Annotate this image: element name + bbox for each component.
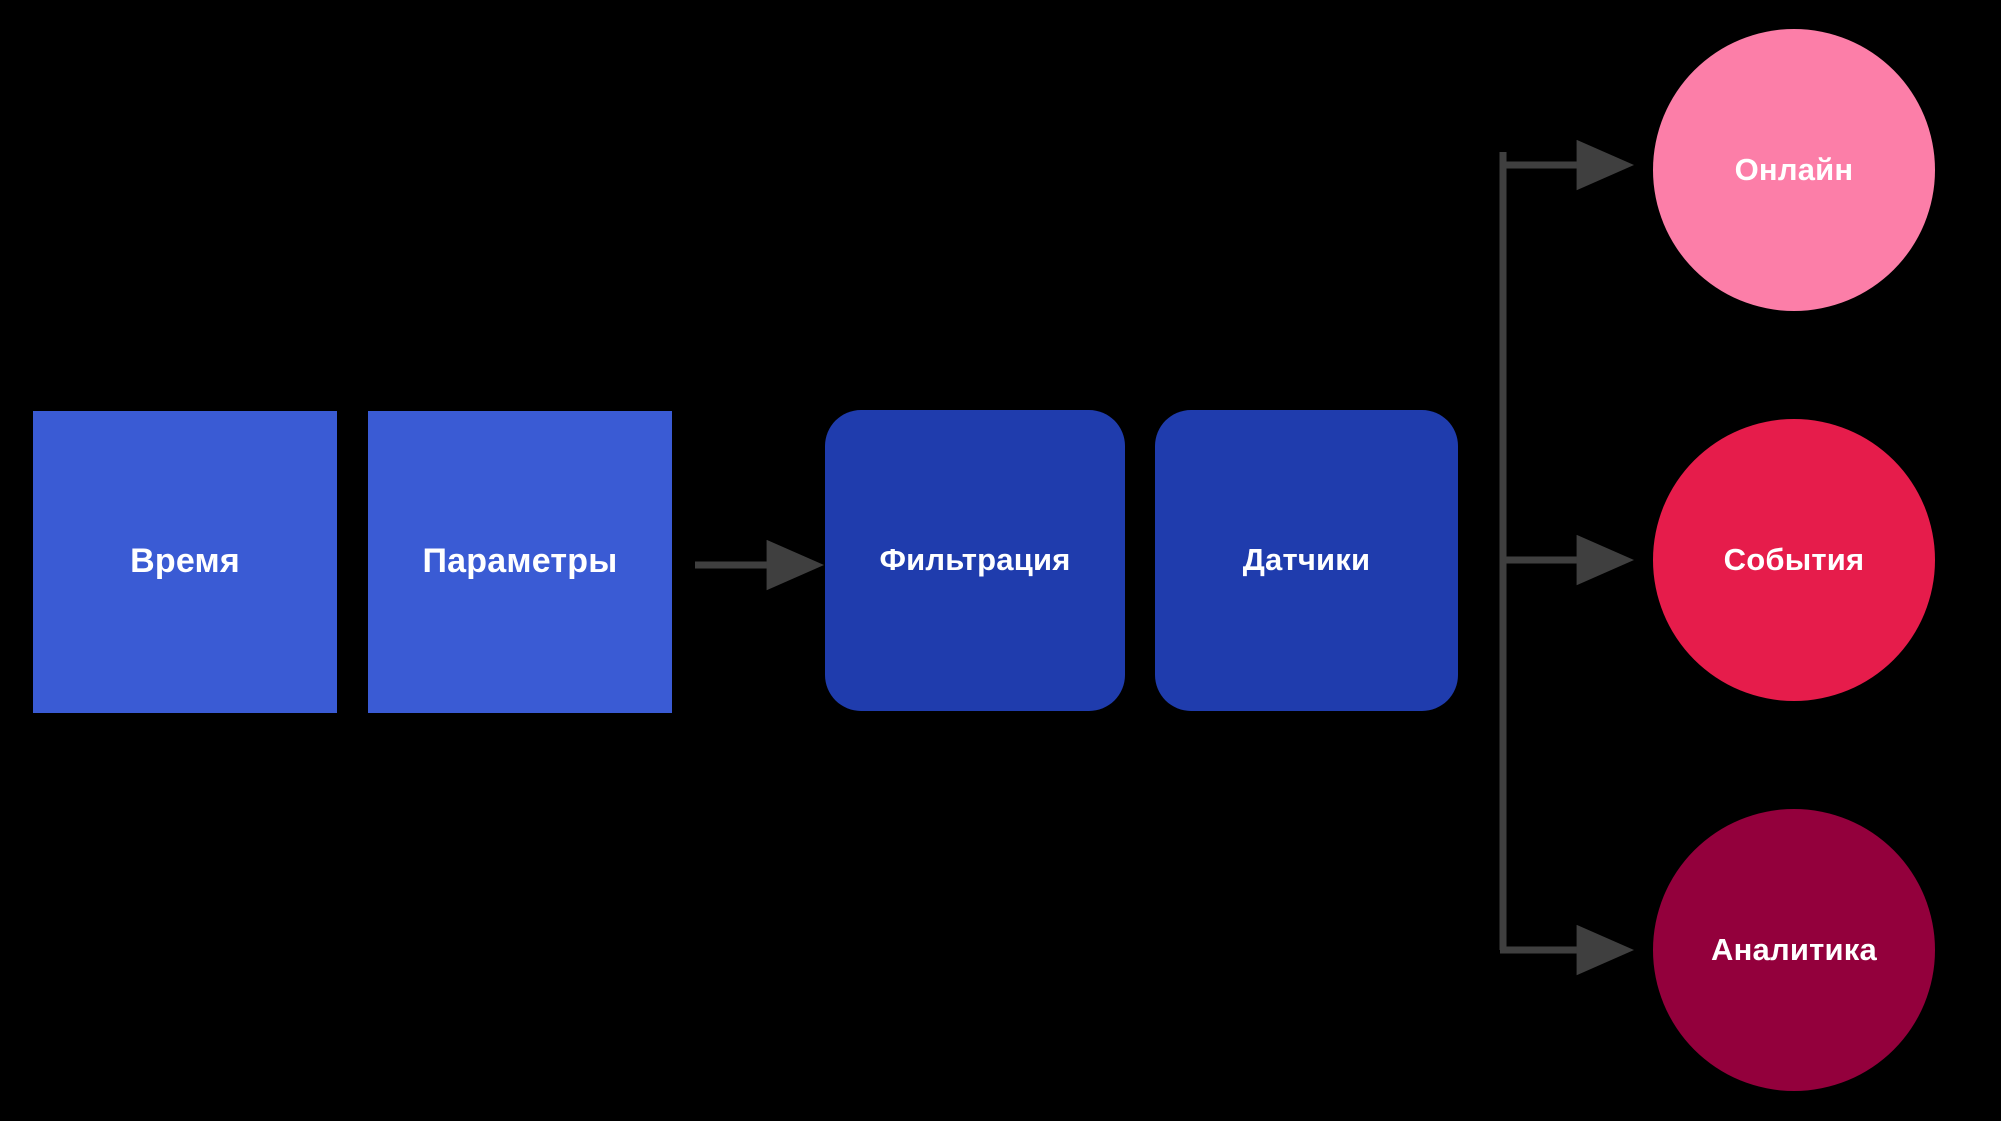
node-events[interactable]: События <box>1653 419 1935 701</box>
node-sensors[interactable]: Датчики <box>1155 410 1458 711</box>
node-time[interactable]: Время <box>33 411 337 713</box>
node-events-label: События <box>1723 541 1865 577</box>
node-sensors-label: Датчики <box>1242 542 1371 578</box>
node-online-label: Онлайн <box>1734 151 1854 187</box>
node-filtration-label: Фильтрация <box>879 542 1071 578</box>
node-online[interactable]: Онлайн <box>1653 29 1935 311</box>
node-parameters[interactable]: Параметры <box>368 411 672 713</box>
node-analytics[interactable]: Аналитика <box>1653 809 1935 1091</box>
node-filtration[interactable]: Фильтрация <box>825 410 1125 711</box>
node-parameters-label: Параметры <box>422 542 618 581</box>
node-analytics-label: Аналитика <box>1711 931 1877 967</box>
node-time-label: Время <box>130 542 240 581</box>
